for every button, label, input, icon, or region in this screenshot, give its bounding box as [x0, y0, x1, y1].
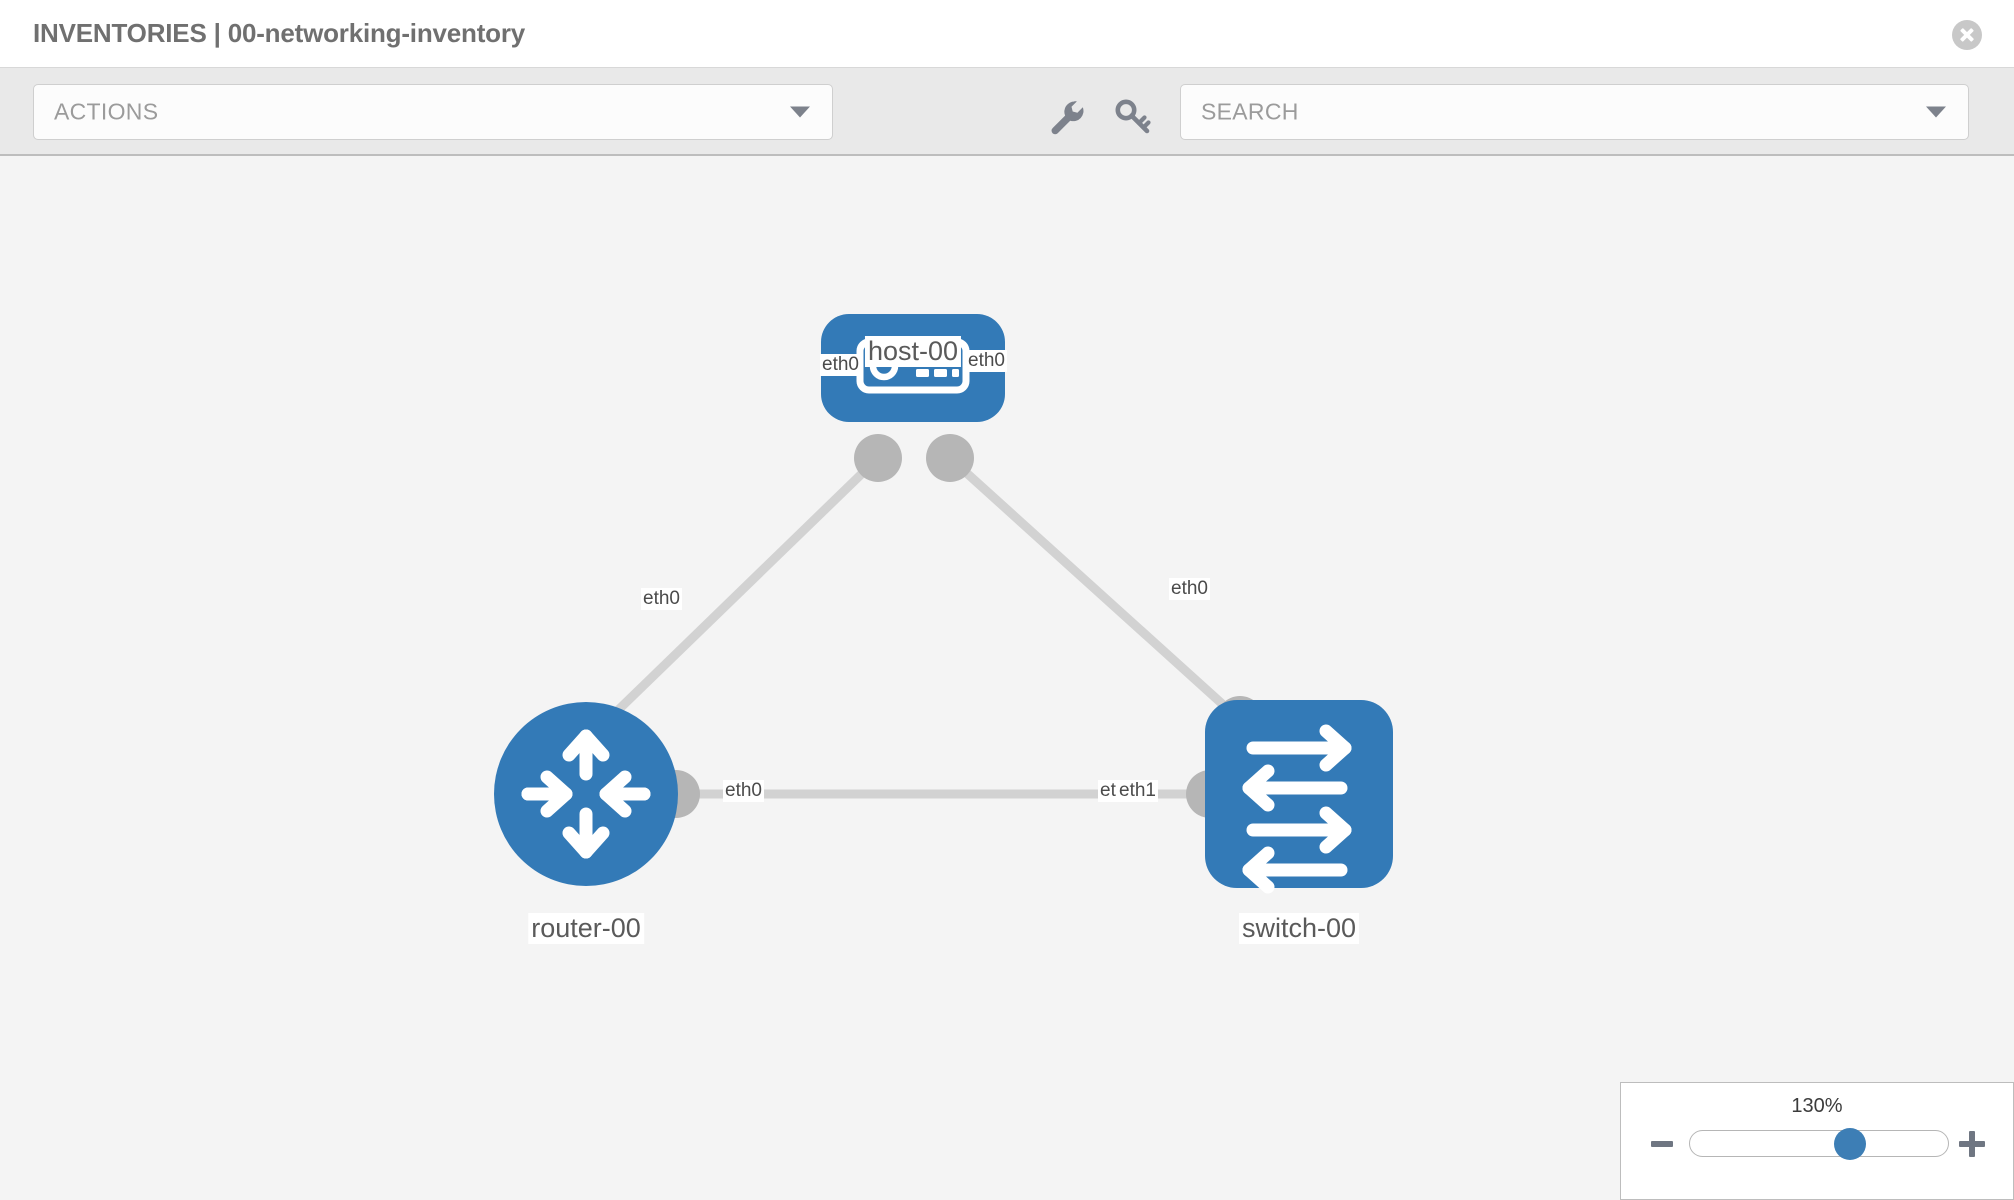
port-handle-host00-right [926, 434, 974, 482]
port-handle-host00-left [854, 434, 902, 482]
zoom-in-button[interactable] [1959, 1131, 1985, 1157]
router-arrows-icon [521, 729, 651, 859]
node-label-router-00: router-00 [528, 913, 644, 944]
node-router-00 [494, 702, 678, 886]
topology-links [606, 454, 1244, 799]
link-host00-switch00 [946, 454, 1244, 724]
wrench-icon[interactable] [1045, 96, 1087, 138]
port-label-switch00-eth0-north: eth0 [1169, 578, 1210, 600]
port-label-host00-eth0-right: eth0 [966, 350, 1007, 372]
zoom-slider[interactable] [1689, 1127, 1949, 1160]
node-label-host-00: host-00 [864, 336, 962, 367]
port-label-host00-eth0-left: eth0 [820, 354, 861, 376]
topology-ports [652, 434, 1264, 818]
link-host00-router00 [606, 454, 882, 722]
chevron-down-icon [790, 106, 810, 118]
chevron-down-icon[interactable] [1926, 106, 1946, 118]
port-label-router00-eth0-north: eth0 [641, 588, 682, 610]
page-title: INVENTORIES | 00-networking-inventory [33, 18, 526, 48]
zoom-out-button[interactable] [1651, 1141, 1673, 1147]
page-header: INVENTORIES | 00-networking-inventory [0, 0, 2014, 68]
zoom-level-value: 130% [1791, 1095, 1843, 1117]
port-label-switch00-eth1-west: eth1 [1117, 780, 1158, 802]
key-icon[interactable] [1112, 96, 1154, 138]
node-label-switch-00: switch-00 [1238, 913, 1360, 944]
close-icon[interactable] [1952, 20, 1982, 50]
port-label-router00-eth0-east: eth0 [723, 780, 764, 802]
search-placeholder: SEARCH [1201, 98, 1299, 125]
search-input[interactable]: SEARCH [1180, 84, 1969, 140]
switch-arrows-icon [1242, 724, 1352, 894]
zoom-control-panel: 130% [1620, 1082, 2014, 1200]
actions-dropdown[interactable]: ACTIONS [33, 84, 833, 140]
topology-canvas[interactable]: host-00 router-00 switch-00 eth0 eth0 et… [0, 158, 2014, 1200]
actions-dropdown-label: ACTIONS [54, 98, 159, 125]
node-switch-00 [1205, 700, 1393, 894]
topology-graph [494, 314, 1393, 894]
zoom-slider-thumb[interactable] [1833, 1127, 1866, 1160]
